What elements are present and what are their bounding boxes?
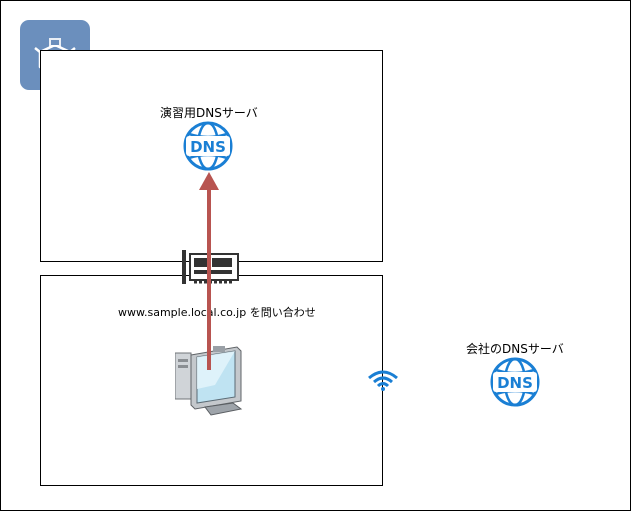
dns-icon-text: DNS <box>190 138 226 156</box>
corporate-dns-server-label: 会社のDNSサーバ <box>466 342 564 356</box>
network-interface-card-icon <box>180 248 240 290</box>
dns-globe-icon: DNS <box>489 356 541 408</box>
vm-dns-server-label: 演習用DNSサーバ <box>160 106 258 120</box>
dns-icon-text: DNS <box>497 374 533 392</box>
wifi-icon <box>367 368 399 392</box>
dns-globe-icon: DNS <box>182 120 234 172</box>
computer-monitor-icon <box>174 345 250 417</box>
dns-query-label: www.sample.local.co.jp を問い合わせ <box>118 306 316 319</box>
